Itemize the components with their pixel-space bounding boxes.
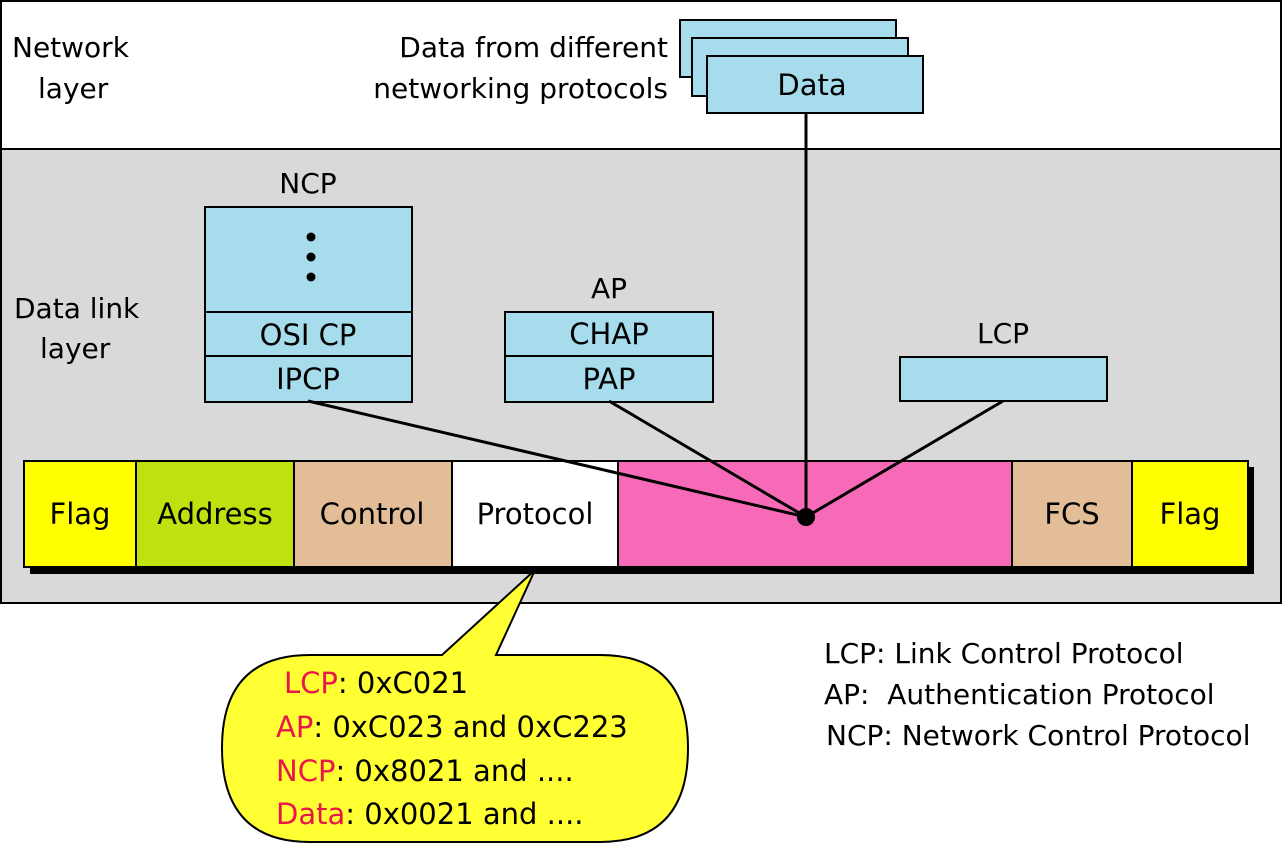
ncp-row-osicp: OSI CP [260, 318, 357, 352]
frame-control-label: Control [320, 497, 425, 531]
callout-value-ap: : 0xC023 and 0xC223 [313, 710, 627, 744]
connector-ipcp [307, 399, 807, 519]
frame-flag-end-label: Flag [1160, 497, 1221, 531]
lcp-block [899, 356, 1108, 402]
connector-lcp [805, 399, 1004, 519]
frame-control [293, 460, 453, 568]
frame-address [135, 460, 295, 568]
frame-fcs [1011, 460, 1133, 568]
frame-flag-end [1131, 460, 1249, 568]
data-box-label: Data [777, 68, 846, 102]
frame-address-label: Address [157, 497, 273, 531]
ncp-ellipsis-dot [306, 272, 316, 282]
legend-ncp: NCP: Network Control Protocol [826, 719, 1250, 752]
data-source-label-1: Data from different [399, 31, 668, 64]
callout-line-lcp: LCP: 0xC021 [284, 666, 468, 700]
network-layer-label-2: layer [38, 72, 109, 105]
data-link-layer-label-2: layer [40, 332, 111, 365]
callout-key-lcp: LCP [284, 666, 338, 700]
legend-lcp: LCP: Link Control Protocol [824, 637, 1184, 670]
callout-bubble [220, 569, 690, 843]
frame-flag-start [23, 460, 137, 568]
lcp-title: LCP [977, 317, 1029, 350]
ncp-row-ipcp: IPCP [276, 362, 340, 396]
ncp-ellipsis-dot [306, 232, 316, 242]
callout-line-ncp: NCP: 0x8021 and .... [276, 754, 574, 788]
ncp-title: NCP [279, 167, 336, 200]
ap-row-chap: CHAP [569, 317, 648, 351]
callout-value-data: : 0x0021 and .... [345, 797, 583, 831]
data-box-front [706, 55, 924, 114]
data-link-layer-label-1: Data link [14, 292, 140, 325]
ncp-ellipsis-dot [306, 252, 316, 262]
callout-value-ncp: : 0x8021 and .... [335, 754, 573, 788]
network-layer-label-1: Network [12, 31, 130, 64]
data-source-label-2: networking protocols [373, 72, 668, 105]
frame-flag-start-label: Flag [50, 497, 111, 531]
callout-key-data: Data [276, 797, 345, 831]
frame-protocol [451, 460, 619, 568]
ap-title: AP [591, 272, 627, 305]
frame-fcs-label: FCS [1044, 497, 1099, 531]
callout-key-ncp: NCP [276, 754, 335, 788]
network-layer-band [0, 0, 1282, 150]
ap-row-pap: PAP [583, 362, 636, 396]
callout-line-data: Data: 0x0021 and .... [276, 797, 584, 831]
frame-protocol-label: Protocol [477, 497, 594, 531]
callout-value-lcp: : 0xC021 [338, 666, 468, 700]
callout-line-ap: AP: 0xC023 and 0xC223 [276, 710, 628, 744]
frame-payload [617, 460, 1013, 568]
junction-dot [797, 508, 815, 526]
connector-pap [608, 399, 807, 519]
callout-key-ap: AP [276, 710, 313, 744]
legend-ap: AP: Authentication Protocol [824, 678, 1215, 711]
